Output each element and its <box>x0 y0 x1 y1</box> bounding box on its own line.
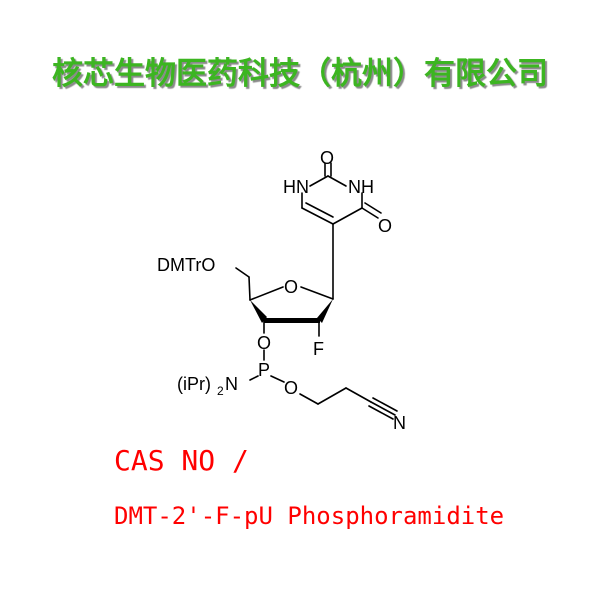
atom-nh: NH <box>348 177 374 197</box>
atom-o3: O <box>257 333 271 353</box>
ipr2n-prefix: (iPr) <box>177 374 211 394</box>
atom-o-right: O <box>378 216 392 236</box>
ipr2n-n: N <box>225 374 238 394</box>
atom-p: P <box>258 360 270 380</box>
atom-o-top: O <box>320 148 334 168</box>
product-name: DMT-2'-F-pU Phosphoramidite <box>114 502 505 530</box>
atom-f: F <box>313 339 324 359</box>
ipr2n-subscript: 2 <box>217 384 224 398</box>
atom-ring-o: O <box>284 277 298 297</box>
cas-number: CAS NO / <box>114 444 249 477</box>
atom-n-nitrile: N <box>393 413 406 433</box>
atom-hn: HN <box>283 177 309 197</box>
company-name: 核芯生物医药科技（杭州）有限公司 <box>52 56 548 92</box>
atom-o-ester: O <box>284 378 298 398</box>
dmtro-label: DMTrO <box>157 255 215 275</box>
